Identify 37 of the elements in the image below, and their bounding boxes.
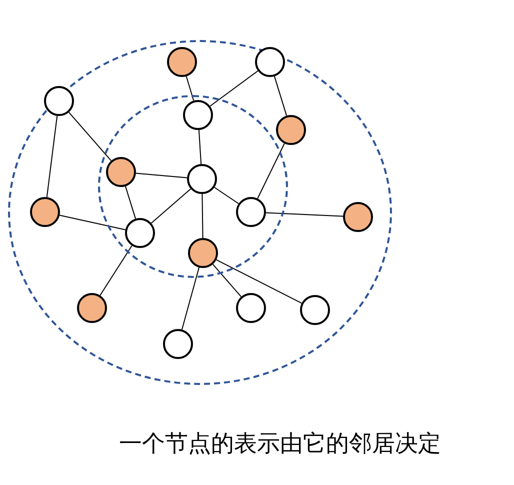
- connector-line: [181, 266, 200, 330]
- graph-node: [106, 157, 136, 187]
- graph-node: [77, 293, 107, 323]
- connector-line: [124, 186, 136, 220]
- connector-line: [216, 259, 302, 304]
- graph-node: [183, 100, 213, 130]
- graph-node: [30, 197, 60, 227]
- graph-node: [343, 202, 373, 232]
- connector-line: [202, 194, 204, 238]
- graph-node: [44, 86, 74, 116]
- graph-node: [187, 164, 217, 194]
- dashed-boundary: [8, 40, 392, 385]
- connector-line: [100, 245, 132, 296]
- connector-line: [265, 212, 344, 217]
- connector-line: [46, 115, 58, 198]
- caption: 一个节点的表示由它的邻居决定: [118, 430, 442, 459]
- dashed-boundary: [98, 95, 288, 278]
- connector-line: [214, 186, 240, 204]
- connector-line: [135, 172, 188, 178]
- connector-line: [274, 76, 288, 116]
- connector-line: [210, 70, 258, 107]
- connector-line: [257, 142, 285, 200]
- connector-line: [59, 214, 126, 230]
- graph-node: [255, 47, 285, 77]
- connector-line: [150, 188, 192, 224]
- graph-node: [236, 293, 266, 323]
- graph-node: [188, 238, 218, 268]
- graph-node: [236, 197, 266, 227]
- connector-line: [212, 264, 242, 298]
- connector-line: [198, 129, 202, 165]
- graph-node: [125, 218, 155, 248]
- graph-node: [167, 47, 197, 77]
- connector-line: [186, 76, 194, 102]
- connector-line: [68, 112, 112, 162]
- graph-node: [276, 115, 306, 145]
- graph-node: [163, 329, 193, 359]
- graph-node: [300, 295, 330, 325]
